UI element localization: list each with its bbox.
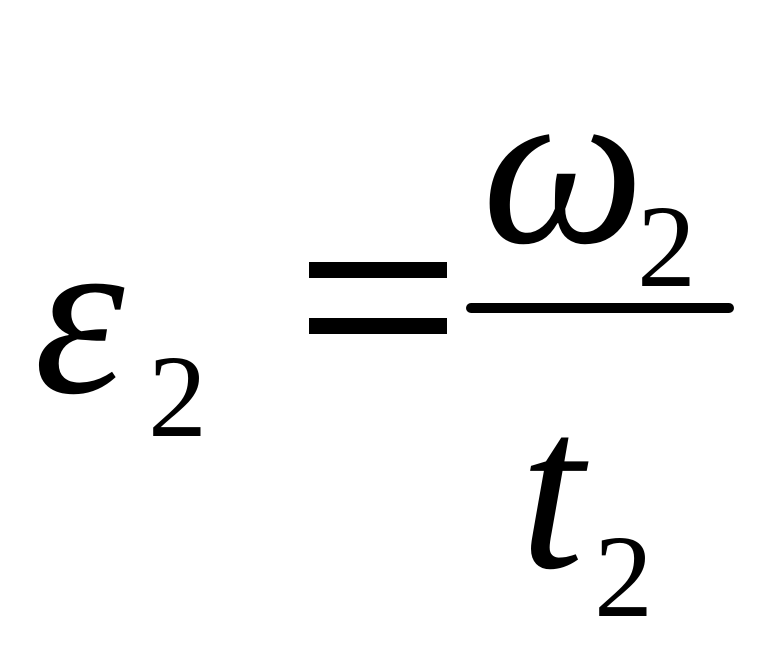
fraction-bar	[466, 303, 734, 313]
equals-sign-top-bar	[309, 262, 447, 278]
omega-symbol: ω	[482, 37, 645, 292]
epsilon-subscript: 2	[148, 331, 207, 462]
epsilon-symbol: ε	[34, 187, 125, 442]
omega-subscript: 2	[637, 181, 696, 312]
equals-sign-bottom-bar	[309, 318, 447, 334]
time-subscript: 2	[594, 511, 653, 642]
time-symbol: t	[520, 362, 584, 617]
